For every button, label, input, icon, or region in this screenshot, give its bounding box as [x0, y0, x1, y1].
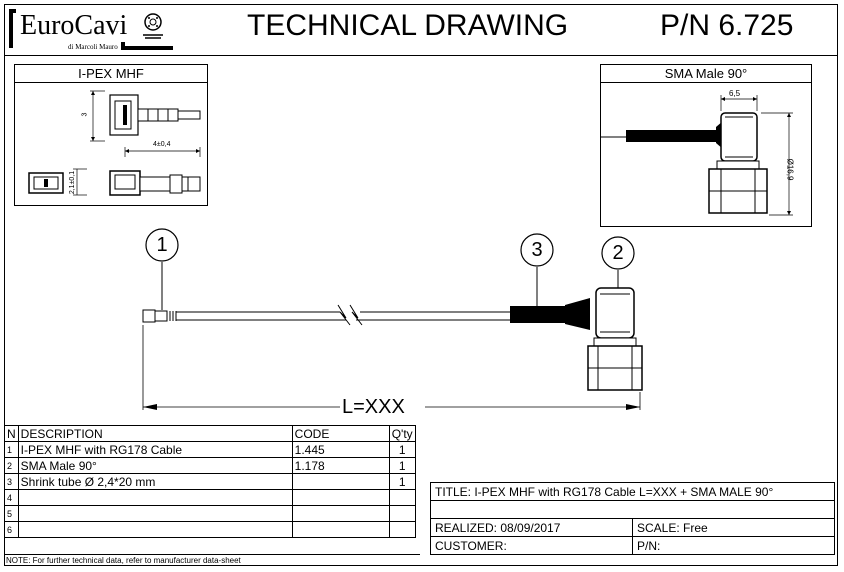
bom-header-code: CODE	[291, 425, 390, 442]
table-row: 1 I-PEX MHF with RG178 Cable 1.445 1	[4, 441, 416, 458]
bom-cell-description: SMA Male 90°	[17, 457, 293, 474]
bom-cell-code	[291, 489, 390, 506]
detail-sma: SMA Male 90° 6,5 Ø16,9	[600, 64, 812, 227]
note-divider	[4, 554, 420, 555]
bom-cell-n: 6	[4, 521, 19, 538]
title-block-title: TITLE: I-PEX MHF with RG178 Cable L=XXX …	[430, 482, 835, 501]
detail-ipex-title: I-PEX MHF	[15, 65, 207, 83]
cable-assembly-drawing	[142, 228, 643, 410]
callout-2: 2	[612, 242, 624, 264]
bom-cell-qty	[388, 489, 416, 506]
bom-cell-n: 2	[4, 457, 19, 474]
bom-cell-description	[17, 505, 293, 522]
table-row: 6	[4, 521, 416, 538]
sma-strain-relief	[565, 298, 590, 330]
shrink-tube	[510, 306, 565, 323]
table-row: 5	[4, 505, 416, 522]
part-number: P/N 6.725	[660, 9, 794, 42]
detail-sma-title: SMA Male 90°	[601, 65, 811, 83]
bom-header-description: DESCRIPTION	[17, 425, 293, 442]
logo-frame-icon	[9, 9, 173, 50]
bom-cell-qty: 1	[388, 441, 416, 458]
brand-logo: EuroCavi di Marcoli Mauro	[8, 8, 178, 52]
bom-cell-description: Shrink tube Ø 2,4*20 mm	[17, 473, 293, 490]
cable-rg178	[176, 304, 510, 326]
bom-cell-n: 1	[4, 441, 19, 458]
page-title: TECHNICAL DRAWING	[247, 9, 569, 42]
bom-header-qty: Q'ty	[388, 425, 416, 442]
dim-sma-width: 6,5	[729, 89, 741, 98]
bom-cell-code	[291, 473, 390, 490]
bom-cell-qty	[388, 505, 416, 522]
callout-3: 3	[531, 239, 543, 261]
table-row: 3 Shrink tube Ø 2,4*20 mm 1	[4, 473, 416, 490]
bom-cell-code: 1.445	[291, 441, 390, 458]
callout-3-circle	[520, 233, 554, 267]
bom-cell-qty: 1	[388, 457, 416, 474]
callout-1-circle	[145, 228, 179, 262]
bom-cell-description: I-PEX MHF with RG178 Cable	[17, 441, 293, 458]
bom-cell-code	[291, 521, 390, 538]
drawing-frame	[4, 4, 838, 566]
callout-2-circle	[601, 236, 635, 270]
detail-ipex: I-PEX MHF 3 4±0,4 2,1±0,1	[14, 64, 208, 206]
title-block-realized: REALIZED: 08/09/2017	[430, 518, 633, 537]
ipex-connector-drawing	[28, 90, 201, 196]
callout-1: 1	[156, 234, 168, 256]
length-label: L=XXX	[342, 396, 405, 418]
brand-subtitle: di Marcoli Mauro	[68, 43, 118, 51]
bom-header-n: N	[4, 425, 19, 442]
bom-cell-qty: 1	[388, 473, 416, 490]
title-block-pn: P/N:	[632, 536, 835, 555]
bom-cell-description	[17, 521, 293, 538]
header-divider	[4, 55, 838, 56]
bom-cell-code: 1.178	[291, 457, 390, 474]
bom-cell-qty	[388, 521, 416, 538]
bom-header-row: N DESCRIPTION CODE Q'ty	[4, 425, 416, 442]
bom-cell-n: 4	[4, 489, 19, 506]
bom-table: N DESCRIPTION CODE Q'ty 1 I-PEX MHF with…	[4, 425, 416, 538]
title-block-customer: CUSTOMER:	[430, 536, 633, 555]
sma-connector-drawing	[601, 95, 793, 216]
table-row: 2 SMA Male 90° 1.178 1	[4, 457, 416, 474]
dim-ipex-length: 4±0,4	[153, 141, 171, 148]
bom-cell-n: 3	[4, 473, 19, 490]
table-row: 4	[4, 489, 416, 506]
title-block-empty-row	[430, 500, 835, 519]
brand-name: EuroCavi	[20, 10, 128, 41]
title-block: TITLE: I-PEX MHF with RG178 Cable L=XXX …	[430, 482, 835, 555]
bom-cell-description	[17, 489, 293, 506]
bom-cell-code	[291, 505, 390, 522]
bom-cell-n: 5	[4, 505, 19, 522]
ipex-connector	[142, 309, 177, 323]
sma-connector	[587, 287, 643, 391]
footer-note: NOTE: For further technical data, refer …	[6, 556, 241, 565]
title-block-scale: SCALE: Free	[632, 518, 835, 537]
